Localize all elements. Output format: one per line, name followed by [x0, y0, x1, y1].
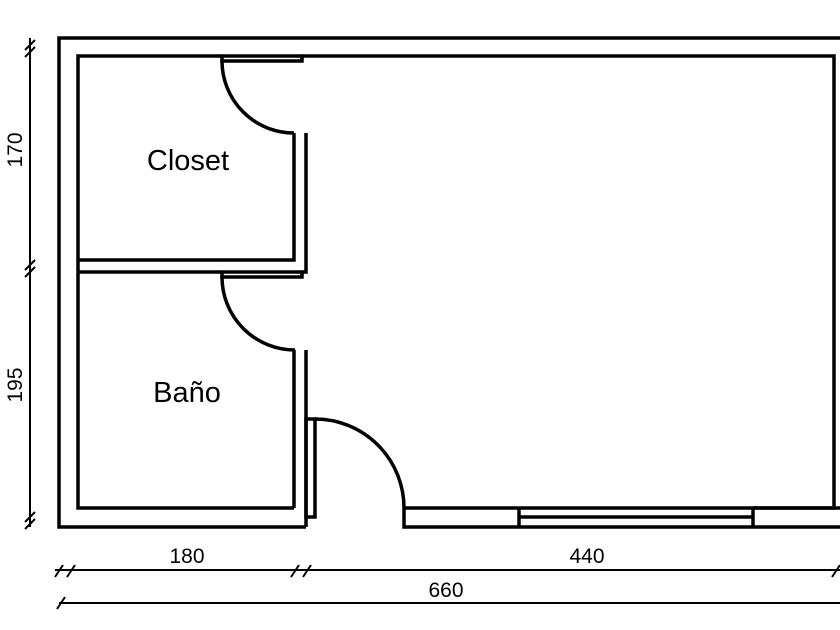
bottom-wall — [402, 506, 840, 529]
dimension-left-width: 180 — [169, 545, 204, 568]
bathroom-door-leaf — [220, 270, 304, 279]
entrance-door-leaf — [304, 417, 317, 519]
dimension-bathroom-height: 195 — [4, 367, 27, 402]
dimension-ticks — [24, 39, 840, 610]
window — [517, 506, 755, 527]
room-label-closet: Closet — [147, 145, 229, 177]
dimension-total-width: 660 — [428, 579, 463, 602]
room-label-bathroom: Baño — [153, 377, 221, 409]
dimension-closet-height: 170 — [4, 132, 27, 167]
closet-door-swing — [220, 60, 295, 135]
closet-door-leaf — [220, 54, 304, 63]
outer-wall — [57, 36, 840, 529]
dimension-right-width: 440 — [569, 545, 604, 568]
bathroom-door-swing — [220, 276, 296, 352]
bathroom-wall — [292, 350, 308, 527]
outer-wall-inner — [76, 54, 836, 510]
entrance-door-swing — [314, 417, 406, 509]
